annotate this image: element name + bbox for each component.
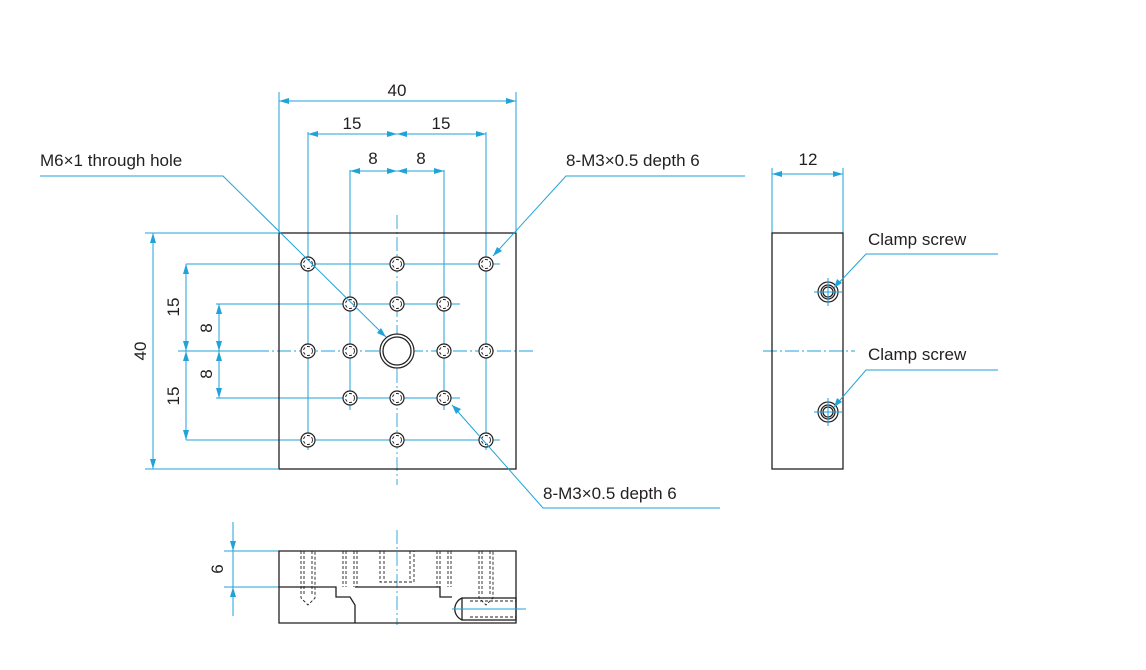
side-view: 12 Clamp screw Clamp screw [763,150,998,470]
dim-height-inner-top: 8 [197,323,216,332]
dim-width-outer-left: 15 [343,114,362,133]
hole-pattern [300,256,494,448]
top-view-horizontal-dimensions [278,92,517,233]
top-view-plate-outline [278,232,517,470]
dim-height-outer-top: 15 [164,298,183,317]
top-view-vertical-dimensions [145,232,279,470]
dim-width-outer-right: 15 [432,114,451,133]
clamp-screw-head [814,398,842,426]
front-view-clamp-screw [452,597,526,621]
dim-width-inner-right: 8 [416,149,425,168]
callout-clamp-screw-bottom: Clamp screw [868,345,967,364]
callout-center-hole: M6×1 through hole [40,151,182,170]
top-view: 40 15 15 8 8 40 15 15 8 8 M6×1 through h… [40,81,745,509]
center-through-hole-inner [382,336,412,366]
dim-height-inner-bottom: 8 [197,369,216,378]
side-view-outline [771,232,844,470]
front-view-hidden-holes [300,551,494,606]
dim-side-thickness: 12 [799,150,818,169]
dim-height-outer-bottom: 15 [164,387,183,406]
dim-height-overall: 40 [131,342,150,361]
dim-width-inner-left: 8 [368,149,377,168]
leader-lines [40,175,745,509]
callout-tapped-holes-bottom: 8-M3×0.5 depth 6 [543,484,677,503]
front-view: 6 [208,522,526,625]
callout-tapped-holes-top: 8-M3×0.5 depth 6 [566,151,700,170]
front-view-step [279,586,356,623]
center-through-hole [379,333,415,369]
dim-front-depth: 6 [208,564,227,573]
hole-grid-lines [186,132,500,450]
clamp-screw-head [814,278,842,306]
dim-width-overall: 40 [388,81,407,100]
callout-clamp-screw-top: Clamp screw [868,230,967,249]
